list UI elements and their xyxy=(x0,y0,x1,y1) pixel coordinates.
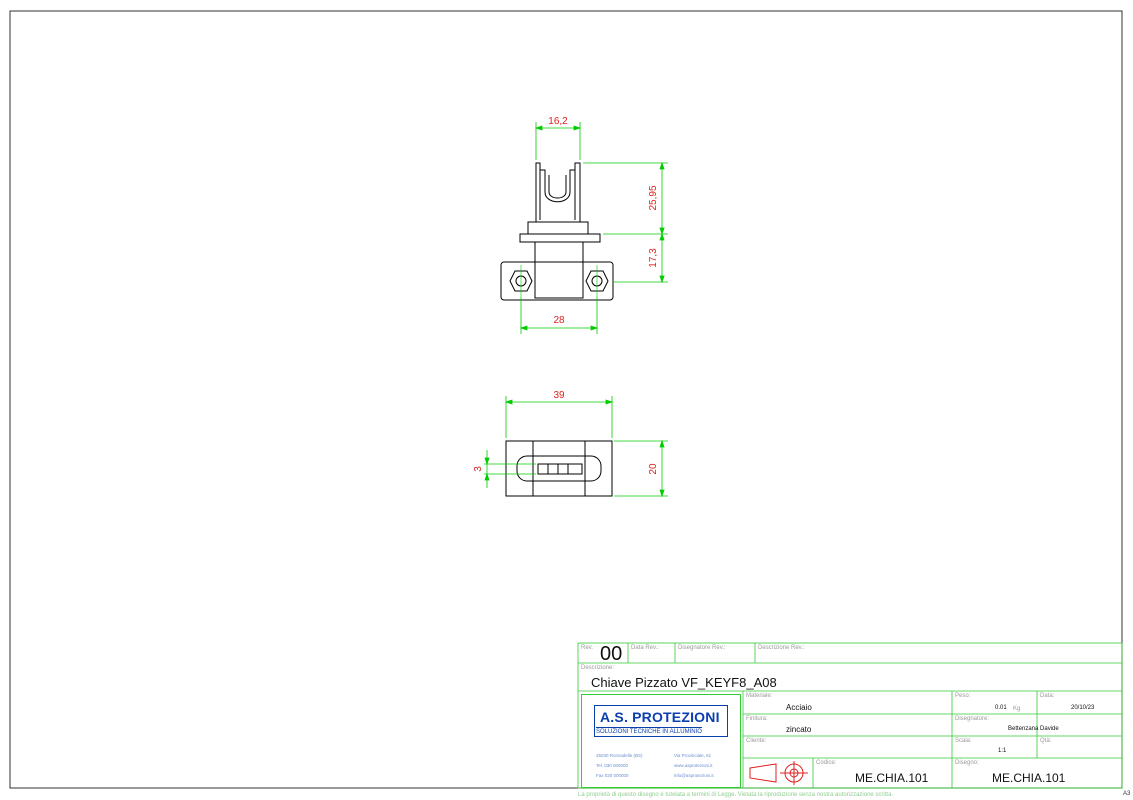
projection-symbol-icon xyxy=(749,761,808,785)
data-value: 20/10/23 xyxy=(1071,705,1095,711)
scala-value: 1:1 xyxy=(998,748,1007,754)
qta-label: Qtà: xyxy=(1040,738,1052,744)
logo-street: Via Provinciale, 61 xyxy=(674,753,712,758)
mount-base-inner xyxy=(534,261,584,299)
key-blade-inner xyxy=(539,170,576,220)
logo-subtitle: SOLUZIONI TECNICHE IN ALLUMINIO xyxy=(596,727,702,735)
logo-name: A.S. PROTEZIONI xyxy=(600,709,720,725)
top-key-slot xyxy=(516,455,602,482)
key-slot-inner xyxy=(548,175,567,199)
dim-slot-height: 3 xyxy=(473,466,484,472)
disegno-value: ME.CHIA.101 xyxy=(992,771,1066,785)
sheet-size-label: A3 xyxy=(1123,791,1131,797)
key-blade-outline xyxy=(535,162,581,223)
mount-body xyxy=(534,241,584,263)
logo-web: www.asprotezioni.it xyxy=(674,763,713,768)
finitura-value: zincato xyxy=(786,725,812,734)
materiale-label: Materiale: xyxy=(746,693,773,699)
data-label: Data: xyxy=(1040,693,1055,699)
top-dimensions xyxy=(484,396,668,498)
cliente-label: Cliente: xyxy=(746,738,767,744)
rev-value: 00 xyxy=(600,643,623,665)
peso-unit: Kg xyxy=(1013,706,1021,712)
logo-frame xyxy=(594,705,728,737)
dim-side-width: 39 xyxy=(553,390,565,401)
front-view xyxy=(500,162,614,301)
peso-value: 0.01 xyxy=(995,705,1007,711)
descrizione-value: Chiave Pizzato VF_KEYF8_A08 xyxy=(591,675,777,690)
top-body xyxy=(505,440,613,497)
descrizione-label: Descrizione: xyxy=(581,665,615,671)
dim-lower-height: 17,3 xyxy=(648,248,659,268)
rev-label: Rev. xyxy=(581,645,593,651)
company-logo-block: A.S. PROTEZIONI SOLUZIONI TECNICHE IN AL… xyxy=(581,694,741,788)
copyright-footer: La proprietà di questo disegno è tutelat… xyxy=(578,792,894,798)
key-flange xyxy=(519,233,601,243)
logo-tel: Tel. 030 000000 xyxy=(596,763,629,768)
disegnatore-value: Bettenzana Davide xyxy=(1008,726,1059,732)
top-view xyxy=(505,440,613,497)
disegnatore-label: Disegnatore: xyxy=(955,716,990,722)
front-dimensions xyxy=(519,122,668,334)
scala-label: Scala: xyxy=(955,738,972,744)
title-block-grid xyxy=(577,642,1123,789)
data-rev-label: Data Rev.: xyxy=(631,645,659,651)
dim-top-width: 16,2 xyxy=(548,116,568,127)
codice-value: ME.CHIA.101 xyxy=(855,771,929,785)
dim-hole-spacing: 28 xyxy=(553,315,565,326)
logo-email: info@asprotezioni.it xyxy=(674,773,714,778)
disegnatore-rev-label: Disegnatore Rev.: xyxy=(678,645,726,651)
disegno-label: Disegno: xyxy=(955,760,979,766)
left-hex-nut xyxy=(509,270,533,292)
right-hex-nut xyxy=(585,270,609,292)
materiale-value: Acciaio xyxy=(786,703,812,712)
top-center-block xyxy=(532,440,586,497)
logo-address: 25030 Roncadelle (BS) xyxy=(596,753,643,758)
dim-upper-height: 25,95 xyxy=(648,185,659,210)
logo-fax: Fax 030 000000 xyxy=(596,773,629,778)
key-neck xyxy=(527,221,589,235)
finitura-label: Finitura: xyxy=(746,716,768,722)
sheet-border xyxy=(9,10,1123,789)
mount-base xyxy=(500,261,614,301)
top-key-inner xyxy=(537,463,583,475)
codice-label: Codice: xyxy=(816,760,837,766)
dim-side-height: 20 xyxy=(648,463,659,475)
front-view-centerlines xyxy=(520,265,598,297)
descrizione-rev-label: Descrizione Rev.: xyxy=(758,645,805,651)
peso-label: Peso: xyxy=(955,693,971,699)
